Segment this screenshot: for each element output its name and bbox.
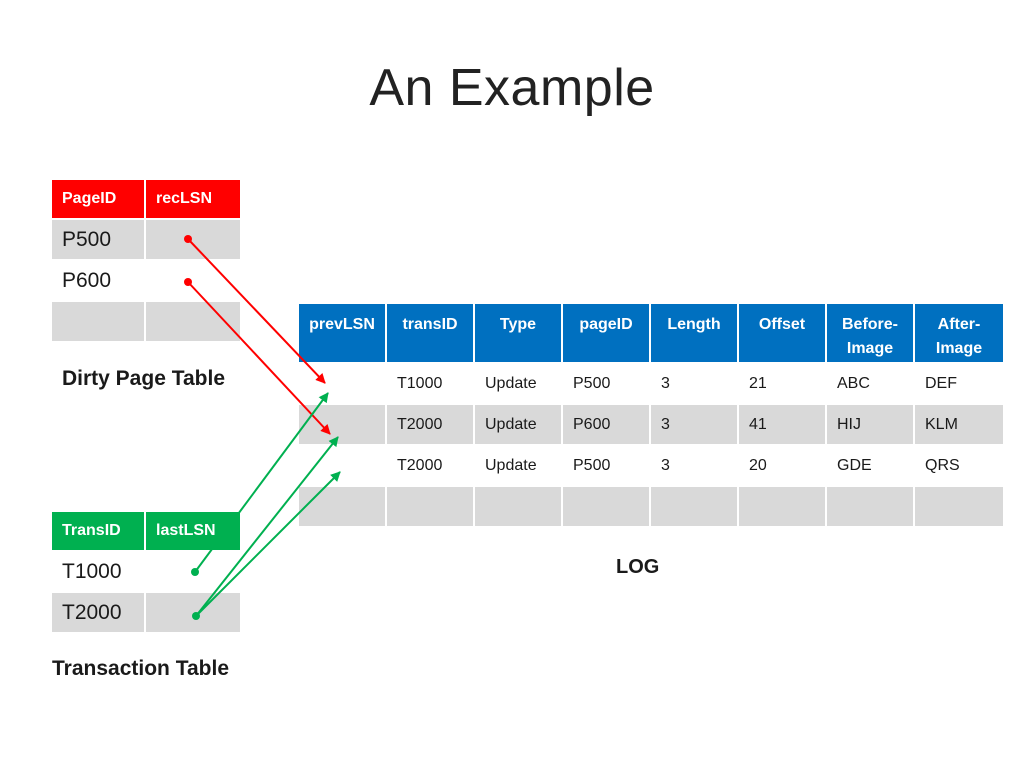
tt-cell-transid: T2000	[52, 591, 146, 632]
dirty-page-table: PageID recLSN P500 P600	[52, 180, 240, 341]
log-header-length: Length	[651, 304, 739, 362]
transaction-table: TransID lastLSN T1000 T2000	[52, 512, 240, 632]
log-cell: ABC	[827, 362, 915, 403]
tt-header-lastlsn: lastLSN	[146, 512, 240, 550]
log-header-line: Image	[846, 340, 894, 357]
log-header-type: Type	[475, 304, 563, 362]
log-header-line: Before-	[841, 316, 898, 333]
log-header-line: Length	[667, 316, 721, 333]
log-cell: 20	[739, 444, 827, 485]
log-cell: DEF	[915, 362, 1003, 403]
dpt-cell-pageid: P600	[52, 259, 146, 300]
table-row: P500	[52, 218, 240, 259]
dpt-cell-pageid	[52, 300, 146, 341]
log-label: LOG	[616, 556, 660, 578]
tt-cell-lastlsn	[146, 550, 240, 591]
log-cell	[563, 485, 651, 526]
log-cell: KLM	[915, 403, 1003, 444]
log-header-after-image: After- Image	[915, 304, 1003, 362]
dpt-header-reclsn: recLSN	[146, 180, 240, 218]
table-row: T2000	[52, 591, 240, 632]
log-cell: Update	[475, 403, 563, 444]
log-header-line: prevLSN	[309, 316, 375, 333]
log-cell	[387, 485, 475, 526]
log-header-line: Type	[499, 316, 537, 333]
log-cell	[651, 485, 739, 526]
log-cell	[827, 485, 915, 526]
log-cell: T2000	[387, 403, 475, 444]
log-cell: 21	[739, 362, 827, 403]
table-row: T1000	[52, 550, 240, 591]
tt-header-transid: TransID	[52, 512, 146, 550]
log-cell: 3	[651, 444, 739, 485]
log-header-line: Image	[935, 340, 983, 357]
log-header-line: After-	[937, 316, 981, 333]
log-header-offset: Offset	[739, 304, 827, 362]
log-table: prevLSN transID Type pageID Length Offset Befo…	[299, 304, 1003, 526]
log-cell	[915, 485, 1003, 526]
log-cell: 3	[651, 403, 739, 444]
table-row: P600	[52, 259, 240, 300]
log-cell: T1000	[387, 362, 475, 403]
log-cell: P500	[563, 362, 651, 403]
log-cell: P500	[563, 444, 651, 485]
log-header-pageid: pageID	[563, 304, 651, 362]
log-header-transid: transID	[387, 304, 475, 362]
log-cell	[299, 403, 387, 444]
log-header-prevlsn: prevLSN	[299, 304, 387, 362]
log-cell	[475, 485, 563, 526]
table-row	[52, 300, 240, 341]
log-cell: T2000	[387, 444, 475, 485]
dpt-cell-pageid: P500	[52, 218, 146, 259]
table-row	[299, 485, 1003, 526]
log-cell: 41	[739, 403, 827, 444]
dirty-page-table-label: Dirty Page Table	[62, 367, 225, 390]
tt-cell-lastlsn	[146, 591, 240, 632]
log-cell	[299, 485, 387, 526]
log-cell	[299, 362, 387, 403]
log-cell: Update	[475, 444, 563, 485]
log-header-before-image: Before- Image	[827, 304, 915, 362]
log-cell: GDE	[827, 444, 915, 485]
log-header-line: Offset	[758, 316, 806, 333]
dpt-cell-reclsn	[146, 259, 240, 300]
tt-cell-transid: T1000	[52, 550, 146, 591]
log-cell	[739, 485, 827, 526]
log-header-line: transID	[402, 316, 458, 333]
log-header-row: prevLSN transID Type pageID Length Offset Befo…	[299, 304, 1003, 362]
log-cell: 3	[651, 362, 739, 403]
log-cell	[299, 444, 387, 485]
log-cell: QRS	[915, 444, 1003, 485]
log-cell: HIJ	[827, 403, 915, 444]
log-header-line: pageID	[579, 316, 633, 333]
log-cell: P600	[563, 403, 651, 444]
dpt-header-pageid: PageID	[52, 180, 146, 218]
slide-title: An Example	[369, 59, 655, 117]
log-cell: Update	[475, 362, 563, 403]
dpt-cell-reclsn	[146, 218, 240, 259]
dpt-cell-reclsn	[146, 300, 240, 341]
transaction-table-label: Transaction Table	[52, 657, 229, 680]
